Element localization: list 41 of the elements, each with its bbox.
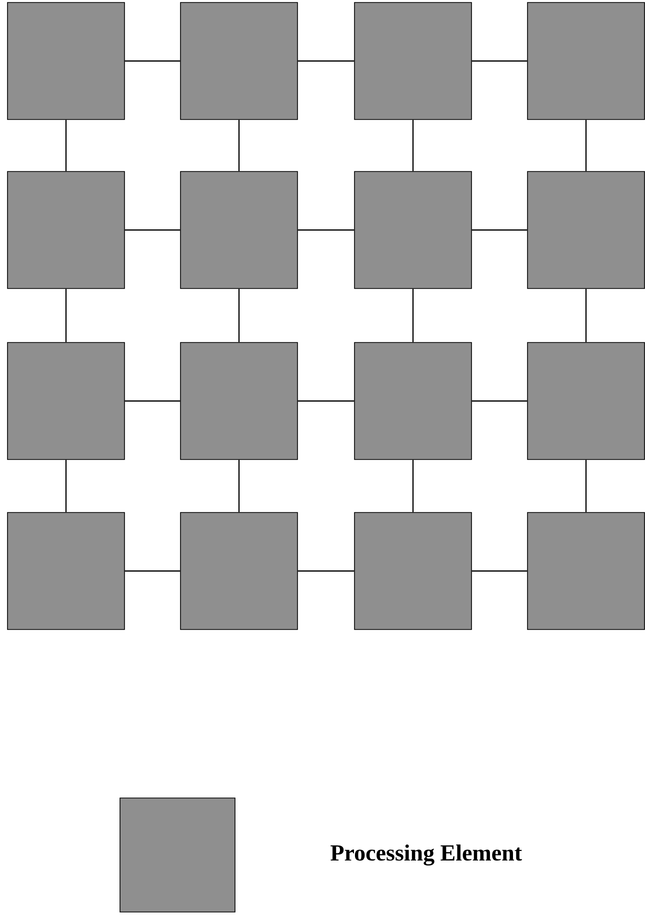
legend-label: Processing Element: [330, 844, 522, 866]
connector-line: [124, 60, 180, 62]
connector-line: [238, 460, 240, 512]
connector-line: [298, 400, 354, 402]
connector-line: [124, 570, 180, 572]
processing-element-box: [180, 512, 298, 630]
connector-line: [472, 400, 528, 402]
processing-element-box: [180, 171, 298, 289]
connector-line: [298, 229, 354, 231]
processing-element-box: [527, 342, 645, 460]
connector-line: [585, 120, 587, 172]
processing-element-box: [527, 171, 645, 289]
processing-element-box: [354, 342, 472, 460]
connector-line: [412, 460, 414, 512]
processing-element-box: [527, 2, 645, 120]
processing-element-box: [180, 2, 298, 120]
connector-line: [124, 400, 180, 402]
connector-line: [238, 288, 240, 342]
connector-line: [65, 460, 67, 512]
connector-line: [412, 288, 414, 342]
connector-line: [124, 229, 180, 231]
connector-line: [238, 120, 240, 172]
connector-line: [472, 60, 528, 62]
processing-element-box: [527, 512, 645, 630]
connector-line: [585, 288, 587, 342]
processing-element-box: [180, 342, 298, 460]
processing-element-box: [354, 2, 472, 120]
connector-line: [298, 570, 354, 572]
connector-line: [472, 570, 528, 572]
connector-line: [298, 60, 354, 62]
processing-element-box: [354, 171, 472, 289]
processing-element-box: [7, 342, 125, 460]
processing-element-box: [7, 512, 125, 630]
processing-element-box: [7, 171, 125, 289]
processing-element-box: [354, 512, 472, 630]
connector-line: [65, 120, 67, 172]
connector-line: [585, 460, 587, 512]
processing-element-box: [7, 2, 125, 120]
connector-line: [472, 229, 528, 231]
connector-line: [412, 120, 414, 172]
connector-line: [65, 288, 67, 342]
